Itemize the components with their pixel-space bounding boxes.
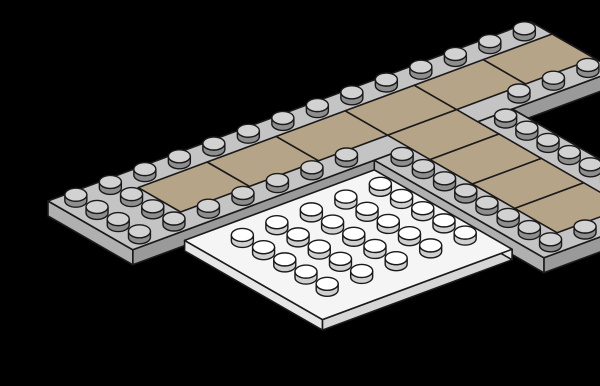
stud [287,228,309,247]
stud [266,174,288,193]
stud [203,137,225,156]
stud [420,239,442,258]
stud [335,190,357,209]
stud [412,202,434,221]
stud [232,186,254,205]
stud [513,22,535,41]
stud [65,188,87,207]
stud [308,240,330,259]
stud [540,233,562,252]
stud [316,277,338,296]
stud [495,109,517,128]
stud [295,265,317,284]
stud [237,124,259,143]
stud [479,35,501,54]
stud [107,213,129,232]
stud [301,161,323,180]
stud [444,47,466,66]
stud [163,212,185,231]
stud [272,111,294,130]
stud [274,253,296,272]
stud [168,150,190,169]
stud [231,228,253,247]
stud [385,252,407,271]
stud [577,58,599,77]
stud [341,86,363,105]
stud [300,203,322,222]
stud [142,200,164,219]
stud [391,147,413,166]
stud [253,241,275,260]
stud [364,239,386,258]
stud [410,60,432,79]
stud [356,202,378,221]
stud [86,200,108,219]
stud [412,160,434,179]
stud [375,73,397,92]
stud [134,163,156,182]
stud [579,158,600,177]
stud [343,227,365,246]
stud [476,196,498,215]
stud [574,220,596,239]
stud [455,184,477,203]
stud [128,225,150,244]
stud [434,172,456,191]
stud [433,214,455,233]
stud [537,133,559,152]
stud [99,175,121,194]
stud [558,146,580,165]
stud [306,99,328,118]
stud [266,216,288,235]
stud [369,177,391,196]
stud [377,214,399,233]
stud [391,189,413,208]
stud [508,84,530,103]
stud [398,227,420,246]
stud [497,208,519,227]
stud [121,188,143,207]
stud [335,148,357,167]
stud [454,226,476,245]
stud [322,215,344,234]
stud [351,264,373,283]
stud [329,252,351,271]
stud [542,71,564,90]
stud [516,121,538,140]
stud [197,199,219,218]
stud [518,221,540,240]
